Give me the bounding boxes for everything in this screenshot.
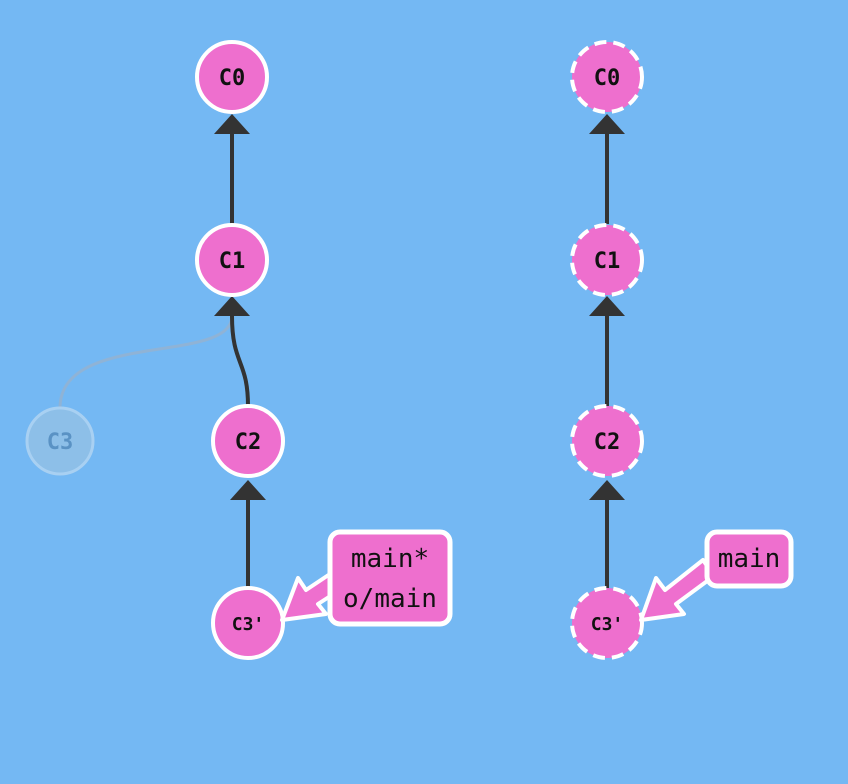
arrowhead-icon [589,480,625,500]
branch-tag-box[interactable] [327,529,453,627]
edge-c2-c1 [230,315,250,407]
remote-commit-c0[interactable]: C0 [570,40,644,114]
commit-label: C2 [594,430,621,455]
ghost-edge [58,315,234,409]
commit-node[interactable] [195,223,269,297]
branch-label-main: main [718,544,781,574]
commit-label: C0 [594,66,621,91]
branch-label-main: main* [351,544,429,574]
arrowhead-icon [214,114,250,134]
commit-node-remote[interactable] [570,404,644,478]
commit-label: C2 [235,430,262,455]
arrowhead-icon [589,296,625,316]
branch-tag-remote[interactable]: main [704,529,794,589]
branch-label-origin-main: o/main [343,584,437,614]
commit-c0[interactable]: C0 [195,40,269,114]
commit-node[interactable] [195,40,269,114]
commit-node[interactable] [211,586,285,660]
branch-tag-local[interactable]: main* o/main [327,529,453,627]
commit-label: C3' [232,614,265,635]
commit-label: C1 [219,249,246,274]
commit-node-ghost [25,406,95,476]
commit-label: C1 [594,249,621,274]
commit-c2[interactable]: C2 [211,404,285,478]
local-repo: C3 C0 C1 C2 C3' main* o/main [25,40,453,660]
commit-label: C3' [591,614,624,635]
commit-label: C0 [219,66,246,91]
branch-tag-box[interactable] [704,529,794,589]
remote-commit-c2[interactable]: C2 [570,404,644,478]
arrowhead-icon [589,114,625,134]
commit-c1[interactable]: C1 [195,223,269,297]
remote-repo: C0 C1 C2 C3' main [570,40,794,660]
commit-label: C3 [47,430,74,455]
commit-node-remote[interactable] [570,40,644,114]
commit-node[interactable] [211,404,285,478]
commit-node-remote[interactable] [570,223,644,297]
remote-commit-c1[interactable]: C1 [570,223,644,297]
commit-ghost-c3: C3 [25,406,95,476]
remote-commit-c3-prime[interactable]: C3' [570,586,644,660]
arrowhead-icon [230,480,266,500]
arrowhead-icon [214,296,250,316]
commit-c3-prime[interactable]: C3' [211,586,285,660]
commit-node-remote[interactable] [570,586,644,660]
